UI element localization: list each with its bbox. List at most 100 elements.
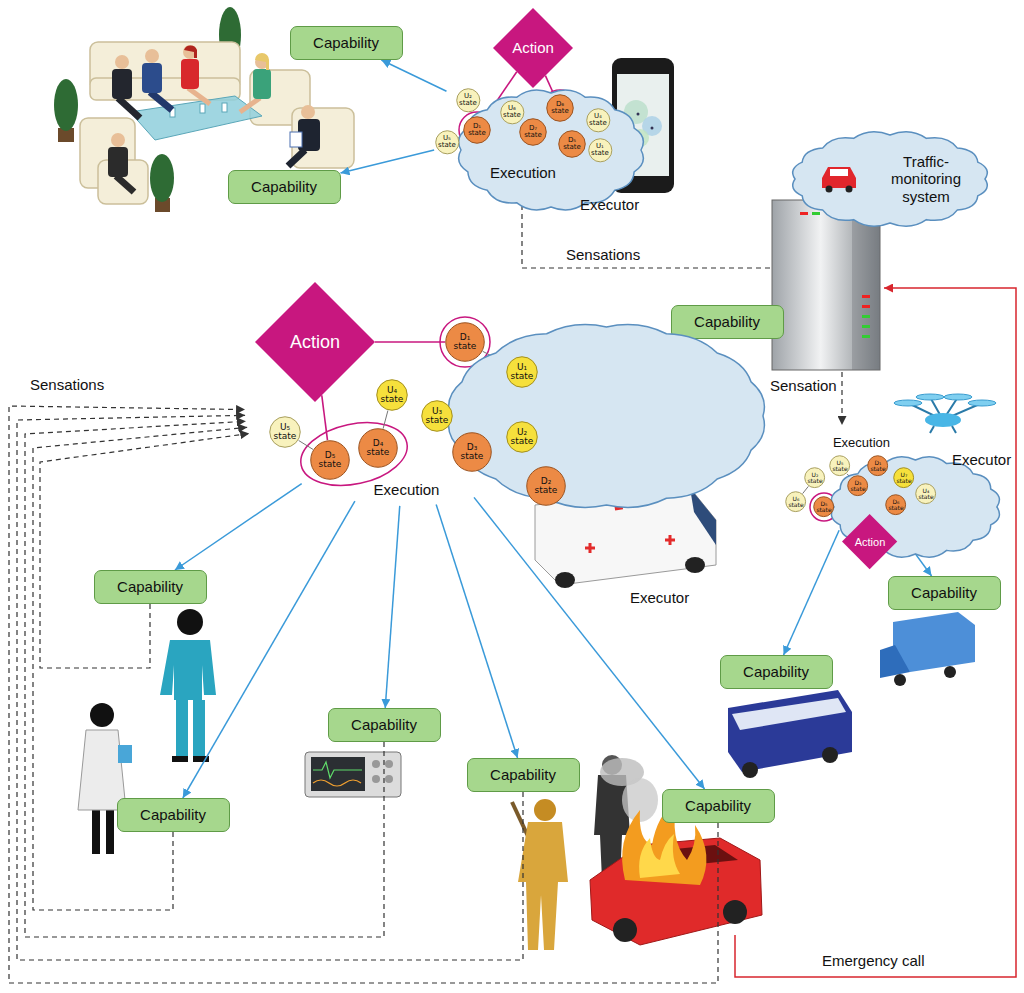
state-outline [848, 476, 868, 496]
connector [803, 486, 809, 493]
state-circle: U₄ state [915, 483, 936, 504]
diamond-outline [493, 8, 573, 88]
state-outline [507, 422, 538, 453]
state-outline [894, 468, 914, 488]
truck [894, 674, 906, 686]
state-outline [559, 131, 586, 158]
connector [375, 341, 445, 343]
capability-box: Capability [671, 305, 784, 339]
traffic-car-icon [846, 186, 853, 193]
glasses [170, 103, 227, 117]
drone [930, 426, 956, 433]
state-circle: D₇ state [519, 118, 547, 146]
people [288, 150, 305, 166]
state-circle: D₅ state [558, 130, 586, 158]
state-circle: U₂ state [506, 421, 538, 453]
people [184, 46, 197, 58]
state-label: D₅ state [563, 137, 581, 151]
state-circle: U₂ state [456, 88, 481, 113]
traffic-car-icon [826, 186, 833, 193]
patient-monitor [372, 760, 380, 768]
patient-monitor [305, 752, 401, 797]
node-label: Capability [694, 313, 760, 330]
node-label: Capability [351, 716, 417, 733]
people [255, 53, 269, 70]
people [111, 133, 125, 147]
state-outline [453, 433, 492, 472]
node-label: Traffic-monitoring system [878, 153, 974, 205]
people [183, 45, 197, 59]
action-label: Action [512, 39, 554, 56]
drone [894, 400, 922, 406]
state-circle: U₁ state [588, 138, 613, 163]
capability-box: Capability [720, 655, 833, 689]
action-label: Action [855, 536, 886, 549]
drone [894, 394, 996, 433]
execution-cloud: U₂ stateU₆ stateD₆ stateU₄ stateU₅ state… [428, 66, 618, 190]
state-label: U₂ state [511, 428, 534, 446]
state-circle: U₅ state [269, 416, 301, 448]
figure-label: Executor [580, 197, 639, 214]
people [150, 92, 172, 110]
truck [880, 645, 910, 678]
patient-monitor [385, 760, 393, 768]
doctor-figure [92, 808, 100, 854]
state-circle: U₃ state [421, 400, 453, 432]
state-outline [520, 119, 547, 146]
patient-monitor [372, 775, 380, 783]
capability-box: Capability [117, 798, 230, 832]
burning-car [639, 834, 680, 878]
action-diamond: Action [493, 8, 573, 88]
ambulance [555, 572, 575, 588]
connector [385, 506, 400, 708]
cloud-outline [449, 325, 765, 508]
state-label: D₇ state [524, 125, 542, 139]
cloud-outline [832, 457, 1000, 557]
figure-label: Emergency call [822, 953, 925, 970]
state-label: U₇ state [896, 472, 911, 484]
capability-box: Capability [94, 570, 207, 604]
connector [436, 504, 517, 758]
state-circle: U₄ state [376, 379, 408, 411]
state-circle: D₁ state [463, 116, 491, 144]
state-outline [507, 357, 538, 388]
truck [893, 612, 975, 672]
ambulance [685, 557, 705, 573]
state-circle: D₂ state [526, 466, 566, 506]
action-label: Action [290, 332, 340, 353]
state-circle: D₅ state [813, 496, 834, 517]
cloud-outline [793, 132, 988, 227]
state-outline [359, 429, 398, 468]
sensation-connector [17, 415, 523, 960]
nurse-figure [176, 700, 188, 758]
state-circle: U₂ state [804, 467, 825, 488]
node-label: Execution [833, 436, 890, 451]
sensation-connector [25, 421, 384, 937]
server [862, 295, 870, 298]
action-diamond: Action [255, 282, 375, 402]
state-label: U₆ state [503, 105, 521, 119]
patient-monitor [311, 757, 365, 791]
connector [183, 501, 355, 798]
state-label: D₁ state [454, 333, 477, 351]
nurse-figure [193, 700, 205, 758]
drone [925, 413, 961, 427]
state-circle: U₆ state [500, 100, 525, 125]
state-label: U₁ state [511, 363, 534, 381]
capability-box: Capability [290, 26, 403, 60]
state-outline [814, 497, 834, 517]
server [800, 212, 808, 215]
capability-box: Capability [888, 576, 1001, 610]
people [118, 98, 140, 118]
traffic-car-icon [830, 169, 848, 176]
burning-car [723, 900, 747, 924]
burning-car [613, 918, 637, 942]
nurse-figure [160, 609, 216, 762]
state-outline [805, 468, 825, 488]
patient-monitor [313, 762, 362, 778]
patient-monitor [305, 752, 401, 797]
state-circle: D₃ state [452, 432, 492, 472]
state-circle: D₁ state [867, 455, 888, 476]
system-cloud: Traffic-monitoring system [790, 130, 990, 228]
connector [784, 530, 840, 655]
